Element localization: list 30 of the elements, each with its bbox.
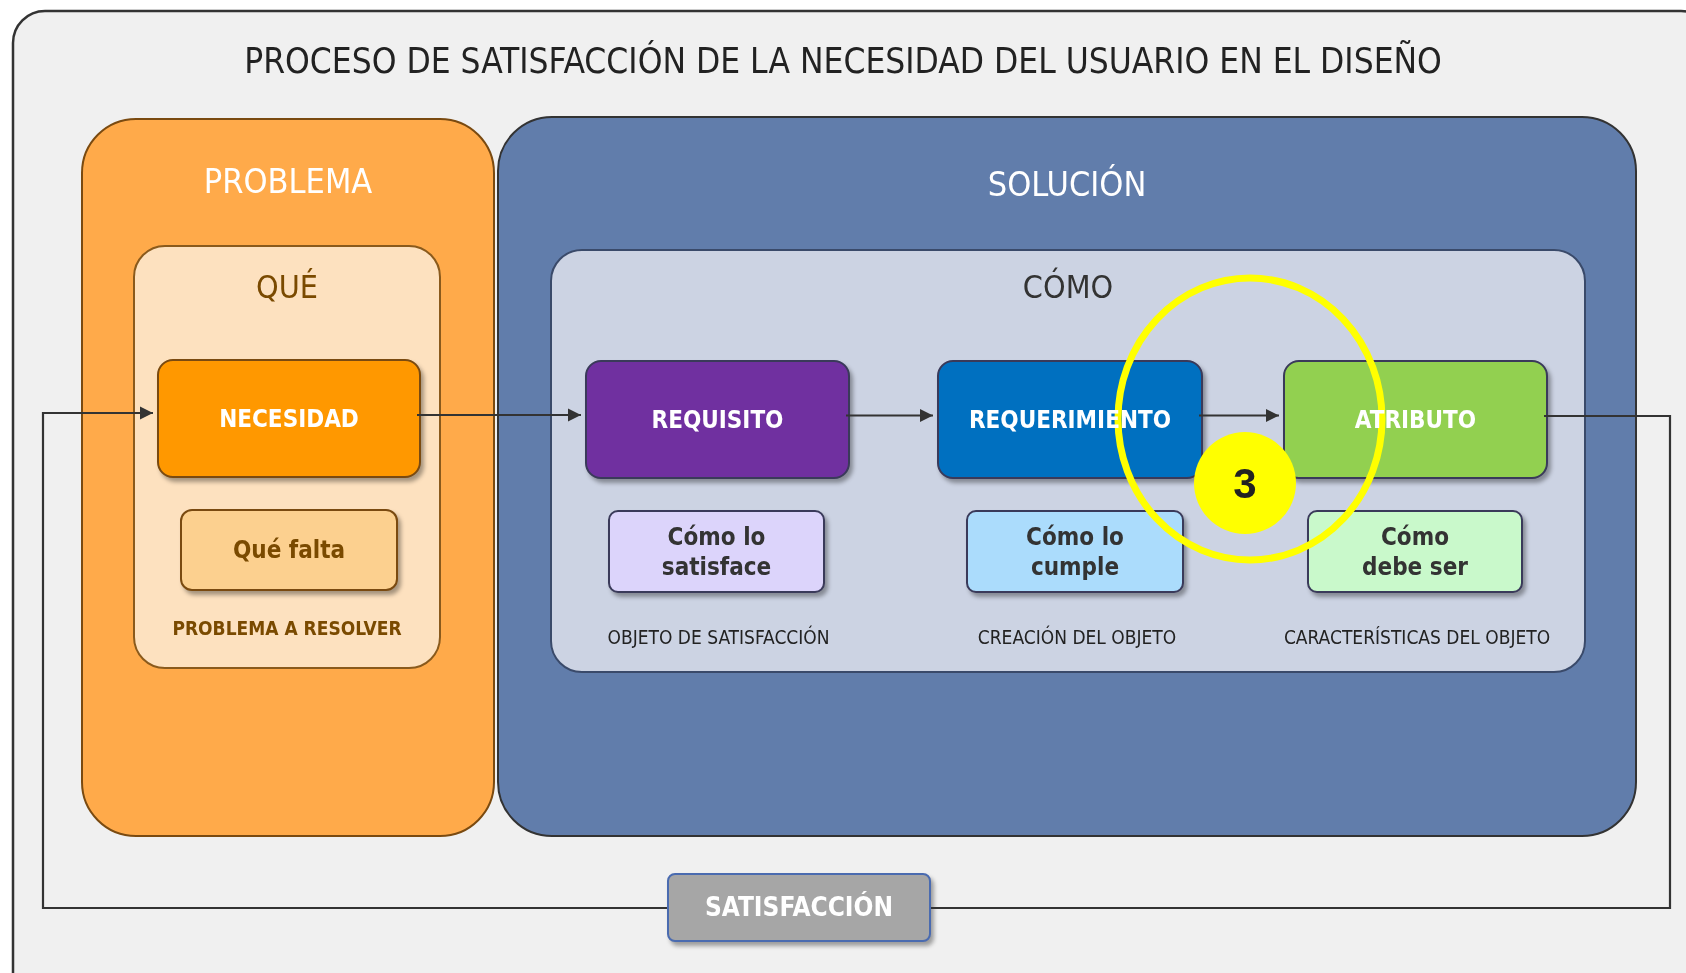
box-label: NECESIDAD: [219, 403, 359, 434]
box-label: Cómo debe ser: [1361, 521, 1469, 582]
problem-panel: [81, 118, 495, 837]
panel-heading: SOLUCIÓN: [986, 163, 1148, 206]
panel-heading: CÓMO: [1021, 267, 1115, 307]
panel-heading: QUÉ: [255, 267, 319, 307]
connector-arrow: [846, 408, 933, 423]
what-panel: [133, 245, 441, 669]
panel-caption: PROBLEMA A RESOLVER: [171, 617, 403, 641]
satisfaction-box: [667, 873, 931, 942]
box-caption: CARACTERÍSTICAS DEL OBJETO: [1283, 626, 1551, 648]
panel-heading: PROBLEMA: [202, 160, 374, 203]
solution-panel: [497, 116, 1637, 837]
attribute-box: [1283, 360, 1548, 479]
box-label: REQUISITO: [651, 404, 784, 435]
box-label: Cómo lo cumple: [1025, 521, 1125, 582]
how-panel: [550, 249, 1586, 673]
box-label: Cómo lo satisface: [660, 521, 773, 582]
gap-box: [180, 509, 398, 591]
connector-arrow: [1199, 408, 1279, 423]
requirement-box: [585, 360, 850, 479]
box-label: SATISFACCIÓN: [705, 891, 893, 924]
box-caption: CREACIÓN DEL OBJETO: [977, 626, 1177, 648]
box-caption: OBJETO DE SATISFACCIÓN: [607, 626, 830, 648]
connector-arrow: [41, 406, 667, 910]
callout-number: 3: [1232, 459, 1258, 509]
connector-arrow: [417, 408, 581, 422]
need-box: [157, 359, 421, 478]
diagram-title: PROCESO DE SATISFACCIÓN DE LA NECESIDAD DEL USUARIO EN EL DISEÑO: [243, 40, 1443, 83]
box-label: Qué falta: [232, 535, 346, 565]
